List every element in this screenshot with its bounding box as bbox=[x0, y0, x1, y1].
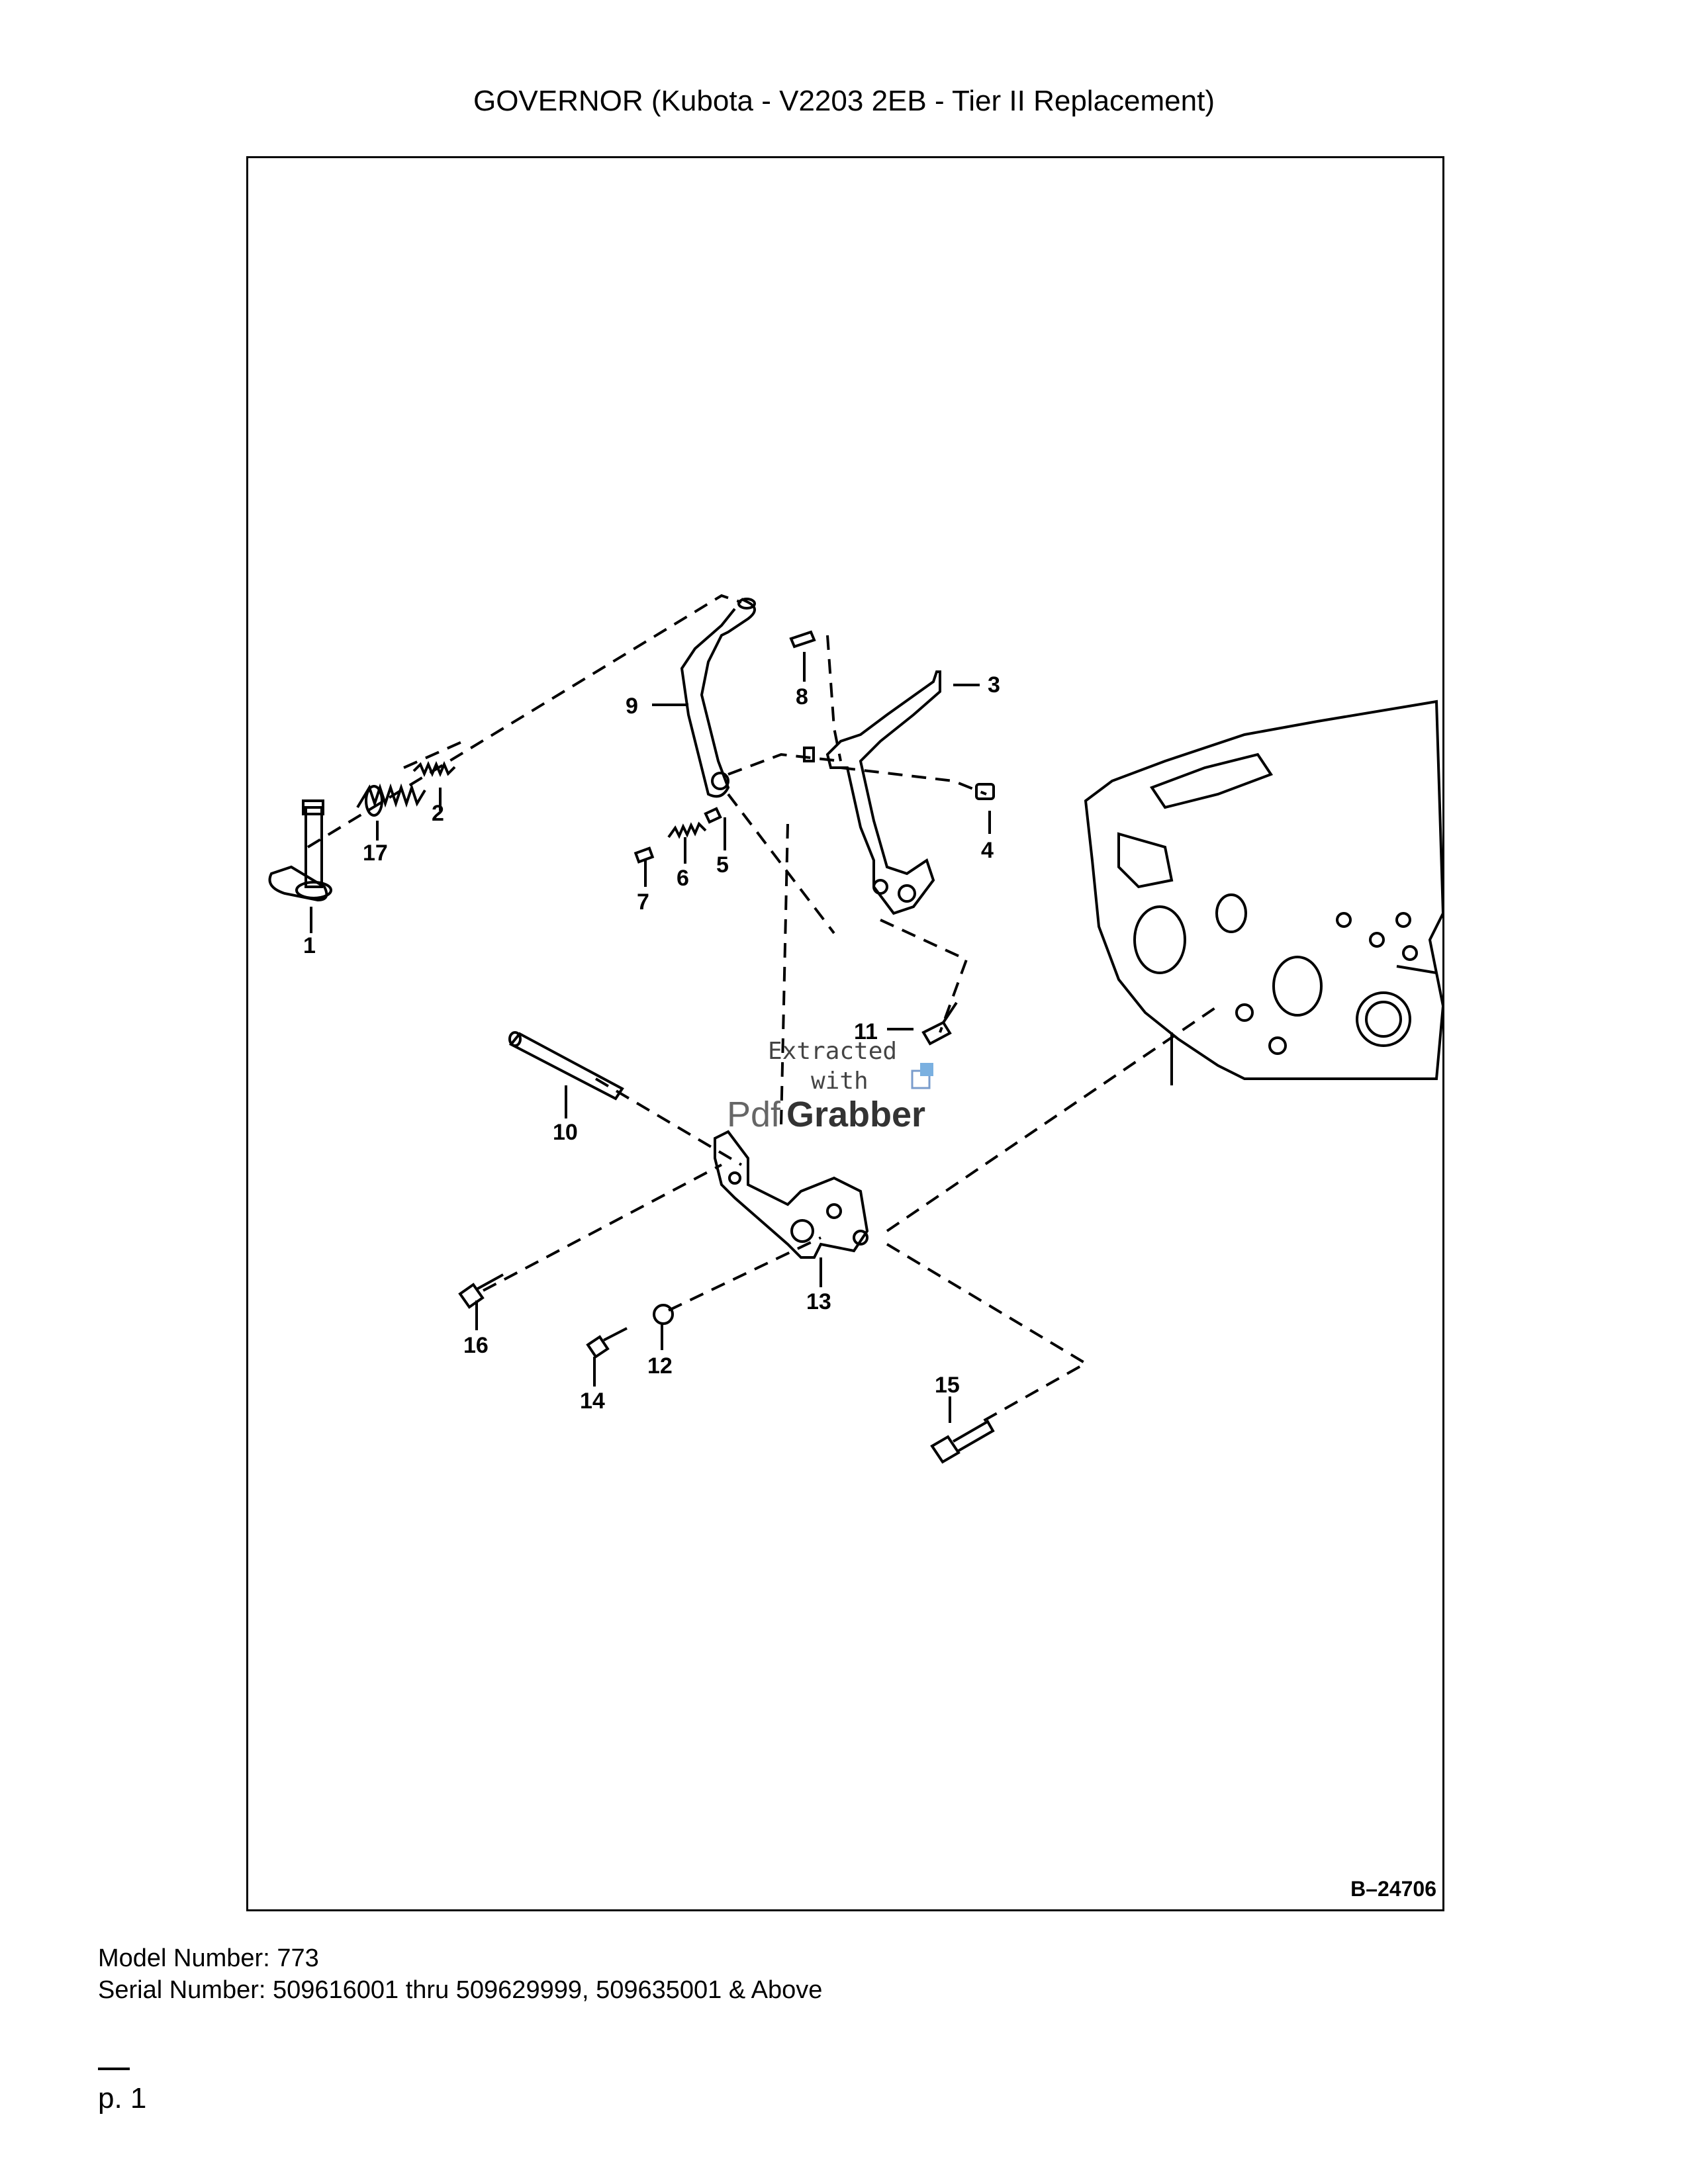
callout-17: 17 bbox=[363, 841, 388, 866]
watermark-brand-b: Grabber bbox=[786, 1095, 925, 1134]
assembly-dashed-lines bbox=[306, 594, 1219, 1424]
callout-2: 2 bbox=[432, 801, 444, 826]
callout-7: 7 bbox=[637, 889, 649, 915]
part-9-lever bbox=[680, 598, 756, 798]
callout-3: 3 bbox=[988, 672, 1000, 698]
part-11-bolt bbox=[921, 1001, 958, 1046]
callout-1: 1 bbox=[303, 933, 316, 958]
part-10-rod bbox=[508, 1031, 624, 1101]
part-6-spring bbox=[667, 821, 707, 839]
callout-4: 4 bbox=[981, 838, 994, 863]
watermark: Extracted with Pdf Grabber bbox=[727, 1038, 933, 1134]
part-16-bolt bbox=[458, 1273, 504, 1309]
part-1-shaft bbox=[268, 799, 332, 902]
serial-number: Serial Number: 509616001 thru 509629999,… bbox=[98, 1976, 823, 2004]
part-12-nut bbox=[653, 1304, 674, 1325]
callout-12: 12 bbox=[647, 1353, 673, 1379]
diagram-frame bbox=[246, 156, 1444, 1911]
part-7-pin bbox=[633, 846, 655, 864]
callout-10: 10 bbox=[553, 1120, 578, 1145]
callout-9: 9 bbox=[626, 694, 638, 719]
callout-15: 15 bbox=[935, 1373, 960, 1398]
part-2-spring bbox=[412, 760, 456, 778]
callout-8: 8 bbox=[796, 684, 808, 709]
part-17-spring bbox=[356, 783, 426, 817]
figure-id: B–24706 bbox=[1350, 1877, 1436, 1901]
callout-6: 6 bbox=[677, 866, 689, 891]
callout-5: 5 bbox=[716, 852, 729, 878]
watermark-brand-a: Pdf bbox=[727, 1095, 781, 1134]
callout-11: 11 bbox=[854, 1019, 878, 1044]
leader-lines bbox=[310, 652, 991, 1423]
callout-14: 14 bbox=[580, 1388, 605, 1414]
part-15-bolt bbox=[930, 1420, 995, 1464]
part-5-pin bbox=[704, 807, 722, 824]
part-14-bolt bbox=[586, 1327, 628, 1359]
engine-block bbox=[1084, 700, 1445, 1085]
page-title: GOVERNOR (Kubota - V2203 2EB - Tier II R… bbox=[473, 85, 1215, 117]
model-number: Model Number: 773 bbox=[98, 1944, 319, 1972]
part-8-screw bbox=[789, 630, 816, 649]
page-number: p. 1 bbox=[98, 2082, 147, 2115]
callout-13: 13 bbox=[806, 1289, 831, 1314]
callout-16: 16 bbox=[463, 1333, 489, 1358]
part-13-housing bbox=[714, 1130, 869, 1259]
watermark-line2: with bbox=[811, 1068, 868, 1095]
part-4-plug bbox=[975, 783, 995, 800]
watermark-line1: Extracted bbox=[768, 1038, 897, 1065]
page-rule bbox=[98, 2068, 130, 2070]
part-3-bracket bbox=[803, 670, 941, 915]
